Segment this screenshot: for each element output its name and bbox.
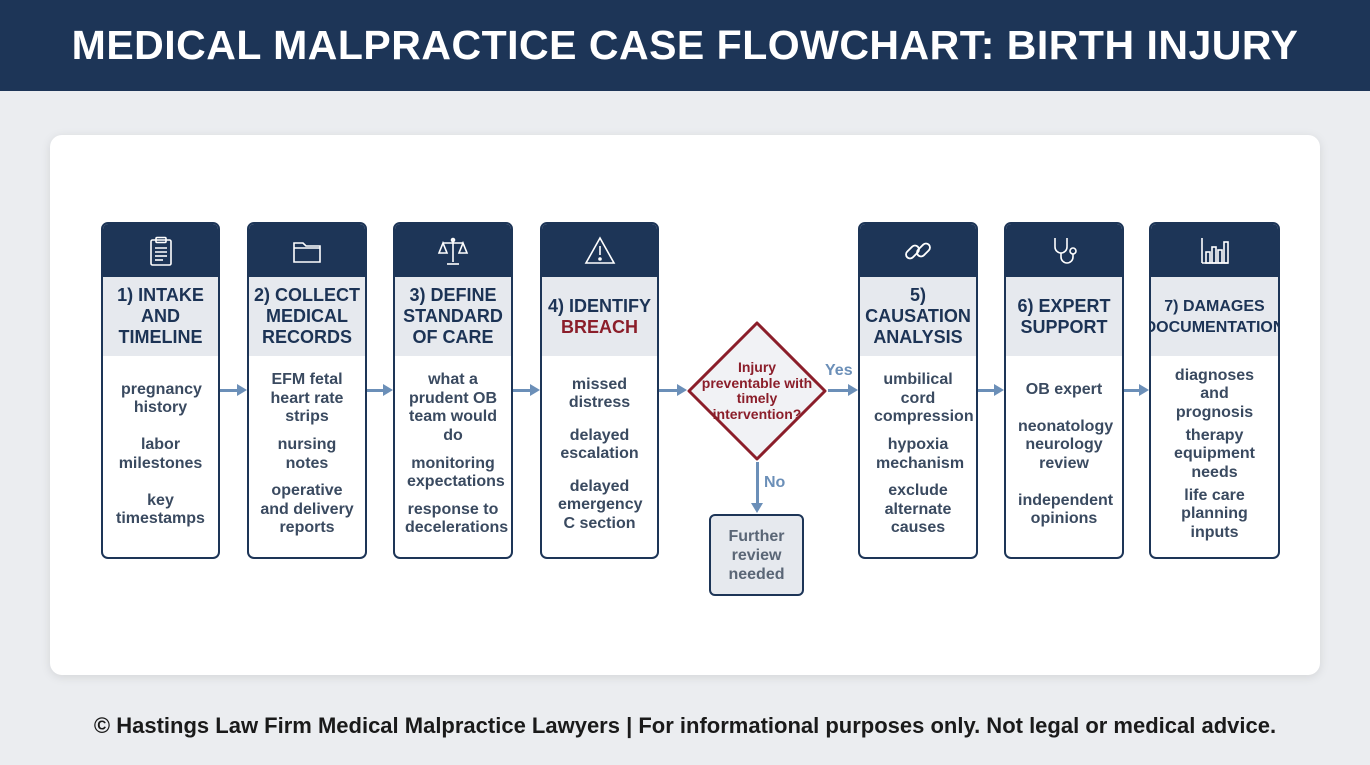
step-3-title: 3) DEFINE STANDARD OF CARE xyxy=(395,277,511,356)
step-3-title-line: OF CARE xyxy=(412,327,494,347)
step-4-title-highlight: BREACH xyxy=(560,316,638,337)
page-title: MEDICAL MALPRACTICE CASE FLOWCHART: BIRT… xyxy=(71,22,1299,68)
step-1-icon-band xyxy=(103,224,218,277)
stethoscope-icon xyxy=(1054,237,1077,264)
scales-icon xyxy=(437,237,469,265)
link-icon xyxy=(905,242,931,259)
step-7-title-line: DOCUMENTATION xyxy=(1149,318,1280,336)
step-item: labor milestones xyxy=(118,436,203,472)
step-3-title-line: STANDARD xyxy=(403,306,503,326)
step-item: delayed escalation xyxy=(560,426,639,463)
step-2-title-line: RECORDS xyxy=(261,327,352,347)
step-4-box: 4) IDENTIFY BREACH missed distress delay… xyxy=(540,222,659,559)
step-item: umbilical cord compression xyxy=(874,371,974,426)
step-7-box: 7) DAMAGES DOCUMENTATION diagnoses and p… xyxy=(1149,222,1280,559)
flowchart-panel xyxy=(50,135,1320,675)
step-7-title: 7) DAMAGES DOCUMENTATION xyxy=(1151,277,1278,356)
step-item: OB expert xyxy=(1025,380,1103,398)
step-item: operative and delivery reports xyxy=(260,482,354,537)
step-item: independent opinions xyxy=(1018,491,1114,528)
step-6-box: 6) EXPERT SUPPORT OB expert neonatology … xyxy=(1004,222,1124,559)
step-2-title-line: 2) COLLECT xyxy=(254,285,360,305)
step-2-items: EFM fetal heart rate strips nursing note… xyxy=(249,356,365,557)
step-item: neonatology neurology review xyxy=(1018,417,1114,472)
step-2-box: 2) COLLECT MEDICAL RECORDS EFM fetal hea… xyxy=(247,222,367,559)
step-4-title: 4) IDENTIFY BREACH xyxy=(542,277,657,356)
step-3-icon-band xyxy=(395,224,511,277)
step-1-title: 1) INTAKE AND TIMELINE xyxy=(103,277,218,356)
step-item: nursing notes xyxy=(277,436,337,472)
step-1-title-line: TIMELINE xyxy=(118,327,203,347)
warning-icon xyxy=(584,235,615,264)
step-item: hypoxia mechanism xyxy=(876,436,965,472)
step-4-items: missed distress delayed escalation delay… xyxy=(542,356,657,557)
step-item: EFM fetal heart rate strips xyxy=(270,371,344,426)
step-5-icon-band xyxy=(860,224,976,277)
step-2-icon-band xyxy=(249,224,365,277)
bar-chart-icon xyxy=(1200,237,1229,264)
step-6-title: 6) EXPERT SUPPORT xyxy=(1006,277,1122,356)
decision-diamond xyxy=(687,321,827,461)
step-6-title-line: SUPPORT xyxy=(1020,316,1108,337)
step-item: key timestamps xyxy=(116,491,205,528)
step-6-items: OB expert neonatology neurology review i… xyxy=(1006,356,1122,557)
step-5-box: 5) CAUSATION ANALYSIS umbilical cord com… xyxy=(858,222,978,559)
step-1-box: 1) INTAKE AND TIMELINE pregnancy history… xyxy=(101,222,220,559)
footer-disclaimer: © Hastings Law Firm Medical Malpractice … xyxy=(93,713,1277,738)
step-item: exclude alternate causes xyxy=(884,482,952,537)
step-item: pregnancy history xyxy=(121,380,202,417)
further-review-box: Further review needed xyxy=(709,514,804,596)
decision-no-label: No xyxy=(764,474,786,491)
step-1-items: pregnancy history labor milestones key t… xyxy=(103,356,218,557)
step-item: therapy equipment needs xyxy=(1174,426,1255,481)
step-item: monitoring expectations xyxy=(407,454,505,491)
step-5-title-line: ANALYSIS xyxy=(873,327,963,347)
step-3-items: what a prudent OB team would do monitori… xyxy=(395,356,511,557)
step-2-title-line: MEDICAL xyxy=(266,306,348,326)
step-item: life care planning inputs xyxy=(1181,486,1248,541)
step-4-title-line: 4) IDENTIFY xyxy=(547,295,651,316)
step-3-box: 3) DEFINE STANDARD OF CARE what a pruden… xyxy=(393,222,513,559)
step-item: missed distress xyxy=(568,375,631,412)
step-3-title-line: 3) DEFINE xyxy=(409,285,497,305)
step-4-icon-band xyxy=(542,224,657,277)
step-7-items: diagnoses and prognosis therapy equipmen… xyxy=(1151,356,1278,557)
step-item: diagnoses and prognosis xyxy=(1174,366,1255,421)
step-item: what a prudent OB team would do xyxy=(408,371,497,444)
step-6-icon-band xyxy=(1006,224,1122,277)
step-5-title-line: 5) CAUSATION xyxy=(865,285,971,326)
step-7-icon-band xyxy=(1151,224,1278,277)
folder-icon xyxy=(293,241,321,263)
step-5-title: 5) CAUSATION ANALYSIS xyxy=(860,277,976,356)
step-item: response to decelerations xyxy=(405,500,509,537)
decision-yes-label: Yes xyxy=(825,362,853,379)
step-5-items: umbilical cord compression hypoxia mecha… xyxy=(860,356,976,557)
step-6-title-line: 6) EXPERT xyxy=(1017,295,1111,316)
header-bar: MEDICAL MALPRACTICE CASE FLOWCHART: BIRT… xyxy=(0,0,1370,91)
step-2-title: 2) COLLECT MEDICAL RECORDS xyxy=(249,277,365,356)
step-1-title-line: 1) INTAKE xyxy=(117,285,204,305)
step-item: delayed emergency C section xyxy=(558,477,643,532)
clipboard-icon xyxy=(149,236,172,266)
step-1-title-line: AND xyxy=(140,306,180,326)
decision-question: Injury preventable with timely intervent… xyxy=(701,359,813,422)
step-7-title-line: 7) DAMAGES xyxy=(1164,297,1265,315)
